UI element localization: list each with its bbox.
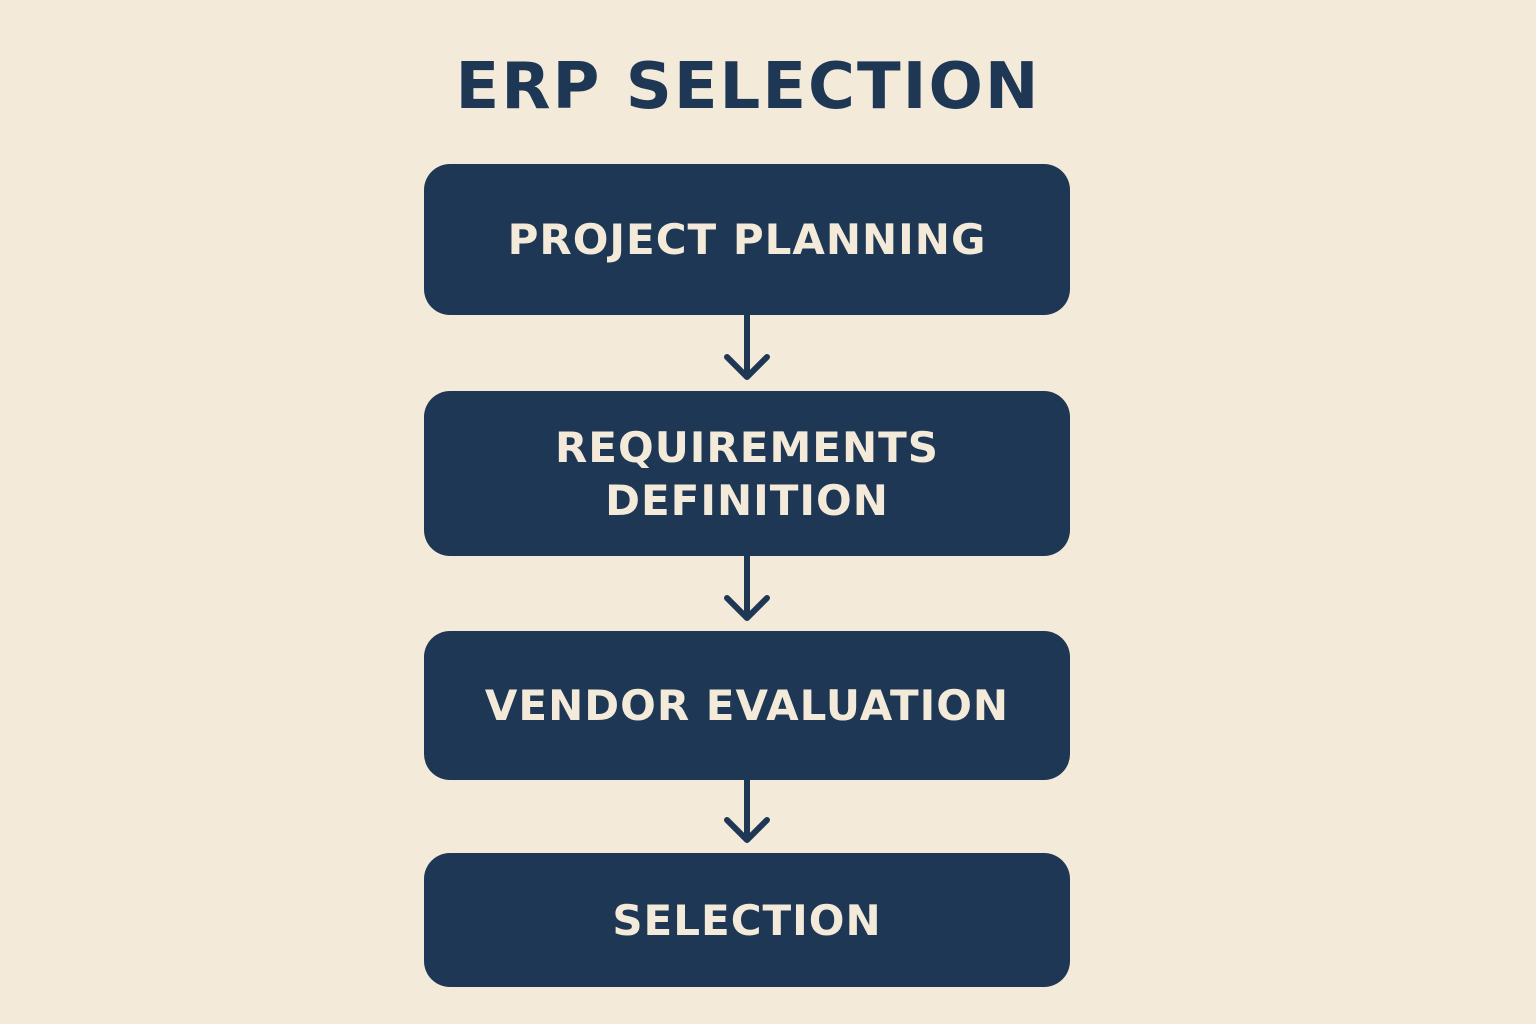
arrow-down-icon	[724, 556, 770, 621]
step-label: REQUIREMENTS DEFINITION	[554, 422, 940, 525]
step-requirements-definition: REQUIREMENTS DEFINITION	[424, 391, 1070, 556]
diagram-title: ERP SELECTION	[455, 50, 1041, 124]
step-selection: SELECTION	[424, 853, 1070, 987]
step-label: PROJECT PLANNING	[507, 215, 987, 264]
step-project-planning: PROJECT PLANNING	[424, 164, 1070, 315]
step-vendor-evaluation: VENDOR EVALUATION	[424, 631, 1070, 780]
arrow-down-icon	[724, 780, 770, 843]
step-label: SELECTION	[612, 895, 882, 945]
step-label: VENDOR EVALUATION	[484, 681, 1010, 730]
arrow-down-icon	[724, 315, 770, 380]
